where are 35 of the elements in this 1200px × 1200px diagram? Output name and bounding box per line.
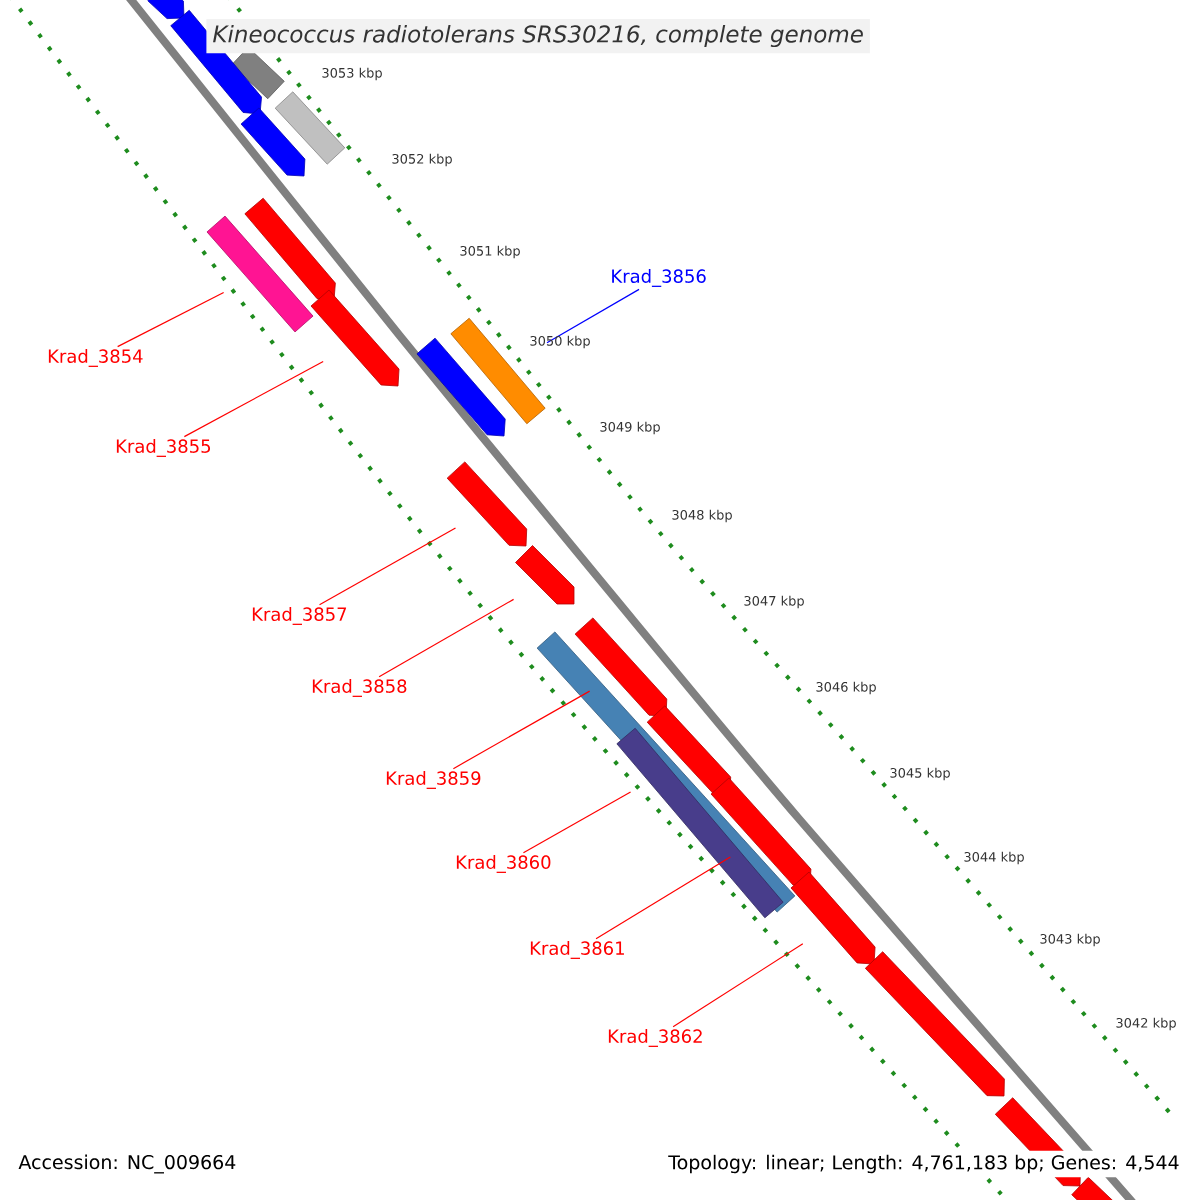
- gene-label: Krad_3858: [312, 679, 407, 697]
- leader-line: [595, 856, 731, 940]
- gene-block: [646, 705, 732, 795]
- gene-label: Krad_3854: [48, 349, 143, 367]
- leader-line: [452, 690, 591, 770]
- genome-info-text: Topology: linear; Length: 4,761,183 bp; Genes: 4,544: [664, 1150, 1184, 1178]
- leader-line: [672, 943, 804, 1028]
- gene-block: [574, 617, 668, 717]
- leader-line: [378, 598, 515, 678]
- leader-line: [318, 527, 457, 606]
- gene-block: [240, 107, 306, 177]
- gene-block: [147, 0, 185, 19]
- gene-block: [274, 91, 346, 165]
- gene-block: [446, 461, 528, 547]
- leader-line: [546, 288, 640, 344]
- gene-label: Krad_3859: [386, 771, 481, 789]
- leader-line: [522, 791, 632, 854]
- gene-block: [515, 545, 575, 605]
- leader-line: [183, 360, 324, 438]
- gene-block: [864, 951, 1005, 1097]
- gene-label: Krad_3856: [612, 269, 706, 287]
- gene-label: Krad_3860: [456, 855, 551, 873]
- leader-line: [117, 291, 225, 348]
- gene-label: Krad_3857: [252, 607, 347, 625]
- gene-label: Krad_3862: [608, 1029, 702, 1047]
- gene-block: [416, 337, 506, 437]
- title: Kineococcus radiotolerans SRS30216, complete genome: [206, 18, 870, 54]
- gene-block: [206, 215, 314, 333]
- gene-block: [310, 289, 400, 387]
- gene-label: Krad_3855: [116, 439, 211, 457]
- gene-block: [244, 197, 336, 301]
- gene-block: [710, 777, 812, 887]
- gene-label: Krad_3861: [530, 941, 624, 959]
- gene-block: [790, 871, 876, 965]
- accession-text: Accession: NC_009664: [18, 1154, 236, 1174]
